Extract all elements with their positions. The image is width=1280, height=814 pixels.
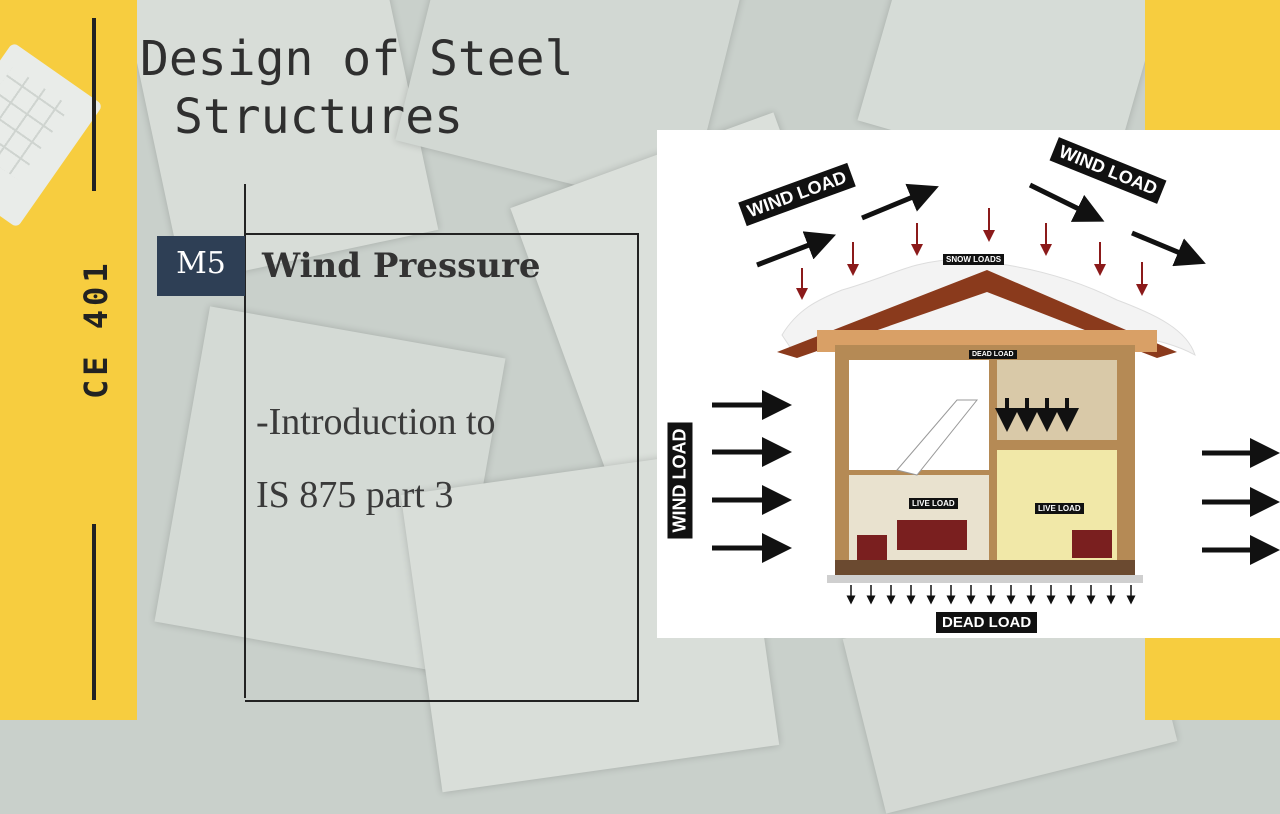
left-accent-band (0, 0, 137, 720)
wind-arrows-right (1202, 438, 1280, 565)
title-line-2: Structures (174, 89, 463, 145)
page-title: Design of Steel Structures (140, 30, 660, 146)
armchair-left (857, 535, 887, 560)
content-frame (245, 233, 639, 702)
house-load-illustration (712, 182, 1280, 605)
wind-arrows-left (712, 390, 792, 563)
snow-loads-label: SNOW LOADS (943, 254, 1005, 265)
snow-arrows (796, 208, 1148, 300)
subtitle-line-2: IS 875 part 3 (256, 474, 454, 516)
sofa-left (897, 520, 967, 550)
stairs (896, 399, 979, 476)
course-code: CE 401 (77, 259, 115, 399)
interior-load-arrows (995, 398, 1079, 432)
module-badge: M5 (157, 236, 245, 296)
dead-load-roof-label: DEAD LOAD (969, 350, 1017, 359)
foundation (827, 575, 1143, 583)
topic-heading: Wind Pressure (262, 246, 541, 286)
divider-line-bottom (92, 524, 96, 700)
live-load-right-label: LIVE LOAD (1035, 503, 1084, 514)
wind-arrows-top (756, 182, 1206, 268)
wind-load-label-side: WIND LOAD (667, 422, 693, 539)
dead-load-arrows (846, 585, 1136, 605)
dead-load-bottom-label: DEAD LOAD (936, 612, 1038, 633)
title-line-1: Design of Steel (140, 31, 574, 87)
live-load-left-label: LIVE LOAD (909, 498, 958, 509)
interior-upper-right (997, 360, 1117, 440)
frame-left-line (244, 184, 246, 698)
load-diagram: WIND LOAD WIND LOAD WIND LOAD SNOW LOADS… (657, 130, 1280, 638)
divider-line-top (92, 18, 96, 191)
subtitle-line-1: -Introduction to (256, 401, 496, 443)
keyboard-image (0, 42, 104, 228)
floor (835, 560, 1135, 575)
armchair-right (1072, 530, 1112, 558)
